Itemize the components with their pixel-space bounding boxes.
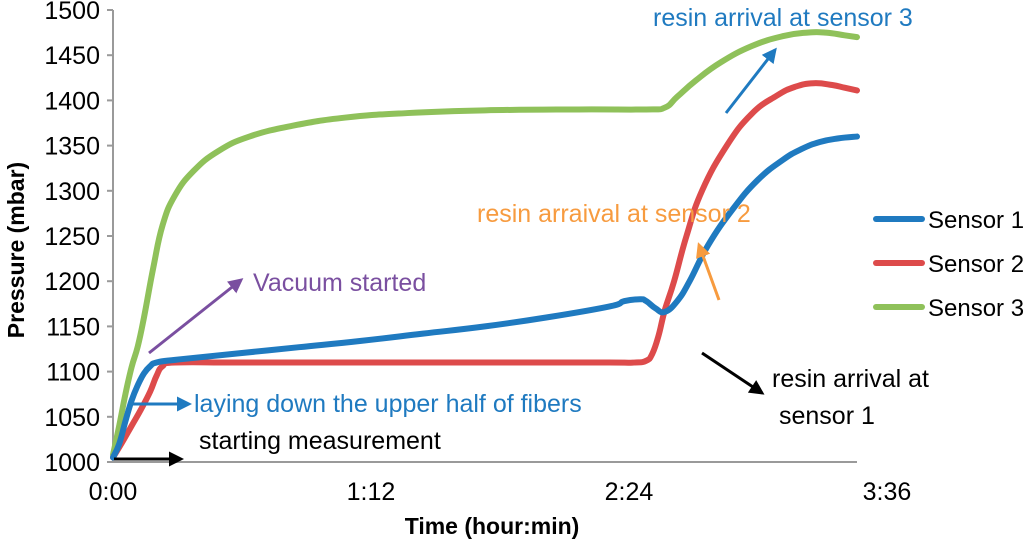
annotation-resin-arrival-sensor-1-line2: sensor 1 xyxy=(779,402,875,430)
legend-label-sensor-1: Sensor 1 xyxy=(928,207,1024,234)
arrow-resin-arrival-sensor-1 xyxy=(701,351,765,395)
y-axis-ticks xyxy=(107,9,113,463)
y-tick-label: 1200 xyxy=(44,268,100,296)
x-tick-label: 1:12 xyxy=(347,478,396,506)
arrow-resin-arraival-sensor-2 xyxy=(696,242,721,301)
y-tick-label: 1050 xyxy=(44,404,100,432)
annotation-resin-arrival-sensor-1-line1: resin arrival at xyxy=(772,365,929,393)
annotation-labels: resin arrival at sensor 3 resin arraival… xyxy=(194,4,929,455)
y-tick-label: 1450 xyxy=(44,42,100,70)
series-line-sensor-3 xyxy=(110,29,860,458)
arrow-resin-arrival-sensor-3 xyxy=(724,47,777,114)
annotation-resin-arraival-sensor-2: resin arraival at sensor 2 xyxy=(477,200,751,228)
x-axis-tick-labels: 0:00 1:12 2:24 3:36 xyxy=(89,478,912,506)
series-group xyxy=(110,29,860,461)
y-axis-tick-labels: 1000 1050 1100 1150 1200 1250 1300 1350 … xyxy=(44,0,100,477)
x-axis-title: Time (hour:min) xyxy=(405,513,580,539)
series-line-sensor-2 xyxy=(110,80,860,461)
legend-item-sensor-3[interactable]: Sensor 3 xyxy=(873,295,1024,322)
y-tick-label: 1500 xyxy=(44,0,100,25)
annotation-resin-arrival-sensor-3: resin arrival at sensor 3 xyxy=(653,4,913,32)
annotation-laying-down-fibers: laying down the upper half of fibers xyxy=(194,390,582,418)
y-tick-label: 1300 xyxy=(44,178,100,206)
arrow-vacuum-started xyxy=(148,278,244,355)
annotation-arrows xyxy=(114,47,777,467)
legend-item-sensor-1[interactable]: Sensor 1 xyxy=(873,207,1024,234)
legend-label-sensor-2: Sensor 2 xyxy=(928,251,1024,278)
x-tick-label: 3:36 xyxy=(863,478,912,506)
y-tick-label: 1100 xyxy=(46,359,100,387)
x-tick-label: 0:00 xyxy=(89,478,138,506)
y-axis-title: Pressure (mbar) xyxy=(3,162,29,338)
legend-label-sensor-3: Sensor 3 xyxy=(928,295,1024,322)
annotation-vacuum-started: Vacuum started xyxy=(253,269,426,297)
x-tick-label: 2:24 xyxy=(605,478,654,506)
y-tick-label: 1000 xyxy=(44,449,100,477)
series-line-sensor-1 xyxy=(110,133,860,461)
annotation-starting-measurement: starting measurement xyxy=(199,427,441,455)
y-tick-label: 1400 xyxy=(44,87,100,115)
chart-legend: Sensor 1 Sensor 2 Sensor 3 xyxy=(873,207,1024,322)
legend-item-sensor-2[interactable]: Sensor 2 xyxy=(873,251,1024,278)
y-tick-label: 1350 xyxy=(44,133,100,161)
y-tick-label: 1250 xyxy=(44,223,100,251)
y-tick-label: 1150 xyxy=(46,313,100,341)
